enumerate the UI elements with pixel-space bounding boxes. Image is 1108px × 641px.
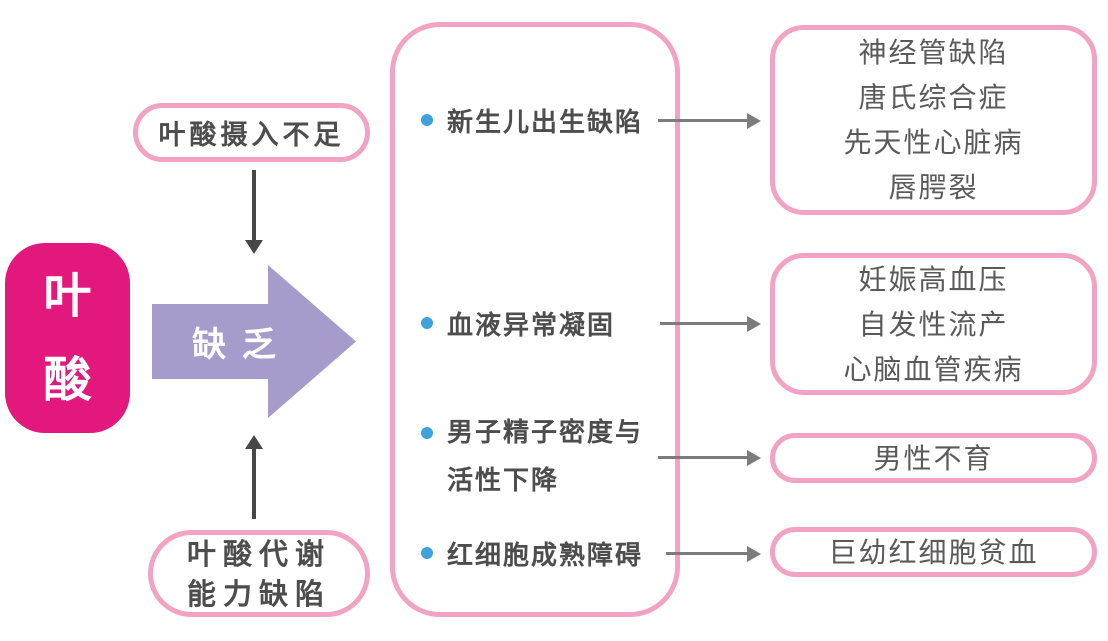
effect-label: 血液异常凝固 bbox=[447, 310, 616, 341]
effects-panel bbox=[390, 22, 680, 617]
right-arrow-icon-4 bbox=[666, 545, 761, 562]
bullet-dot-icon bbox=[421, 427, 433, 439]
outcome-box-birth-defects: 神经管缺陷 唐氏综合症 先天性心脏病 唇腭裂 bbox=[770, 25, 1097, 215]
effect-label-line2: 活性下降 bbox=[447, 466, 560, 496]
cause-metabolism-line1: 叶酸代谢 bbox=[186, 536, 331, 571]
outcome-line: 男性不育 bbox=[873, 441, 994, 475]
bullet-dot-icon bbox=[421, 317, 433, 329]
folic-acid-label-line1: 叶 bbox=[43, 268, 92, 324]
outcome-box-anemia: 巨幼红细胞贫血 bbox=[770, 527, 1097, 577]
outcome-line: 巨幼红细胞贫血 bbox=[828, 535, 1039, 569]
effect-item-blood-clotting: 血液异常凝固 bbox=[421, 301, 615, 345]
deficiency-label: 缺 乏 bbox=[192, 325, 278, 365]
cause-metabolism-pill: 叶酸代谢 能力缺陷 bbox=[148, 530, 370, 617]
cause-metabolism-line2: 能力缺陷 bbox=[186, 576, 331, 611]
outcome-line: 心脑血管疾病 bbox=[843, 352, 1024, 386]
outcome-line: 妊娠高血压 bbox=[858, 262, 1009, 296]
right-arrow-icon-3 bbox=[658, 449, 761, 466]
cause-intake-pill: 叶酸摄入不足 bbox=[133, 103, 370, 162]
outcome-line: 自发性流产 bbox=[858, 307, 1009, 341]
outcome-box-blood-clotting: 妊娠高血压 自发性流产 心脑血管疾病 bbox=[770, 253, 1097, 395]
up-arrow-icon bbox=[245, 435, 263, 519]
outcome-line: 神经管缺陷 bbox=[858, 36, 1009, 69]
right-arrow-icon-2 bbox=[660, 315, 761, 332]
folic-acid-box: 叶 酸 bbox=[5, 243, 130, 433]
outcome-line: 唇腭裂 bbox=[888, 171, 979, 204]
effect-label-line1: 男子精子密度与 bbox=[447, 418, 644, 448]
bullet-dot-icon bbox=[421, 114, 433, 126]
down-arrow-icon bbox=[245, 170, 263, 254]
outcome-line: 先天性心脏病 bbox=[843, 126, 1024, 159]
effect-label: 男子精子密度与 活性下降 bbox=[447, 409, 643, 505]
effect-item-rbc-maturation: 红细胞成熟障碍 bbox=[421, 531, 643, 575]
outcome-box-male-infertility: 男性不育 bbox=[770, 433, 1097, 483]
bullet-dot-icon bbox=[421, 547, 433, 559]
effect-label: 新生儿出生缺陷 bbox=[447, 107, 644, 138]
effect-label: 红细胞成熟障碍 bbox=[447, 540, 644, 571]
folic-acid-label-line2: 酸 bbox=[43, 352, 92, 408]
effect-item-sperm-decline: 男子精子密度与 活性下降 bbox=[421, 409, 643, 505]
effect-item-birth-defects: 新生儿出生缺陷 bbox=[421, 98, 643, 142]
cause-intake-label: 叶酸摄入不足 bbox=[158, 120, 345, 151]
deficiency-arrow-icon bbox=[152, 265, 356, 418]
outcome-line: 唐氏综合症 bbox=[858, 81, 1009, 114]
right-arrow-icon-1 bbox=[658, 112, 761, 129]
